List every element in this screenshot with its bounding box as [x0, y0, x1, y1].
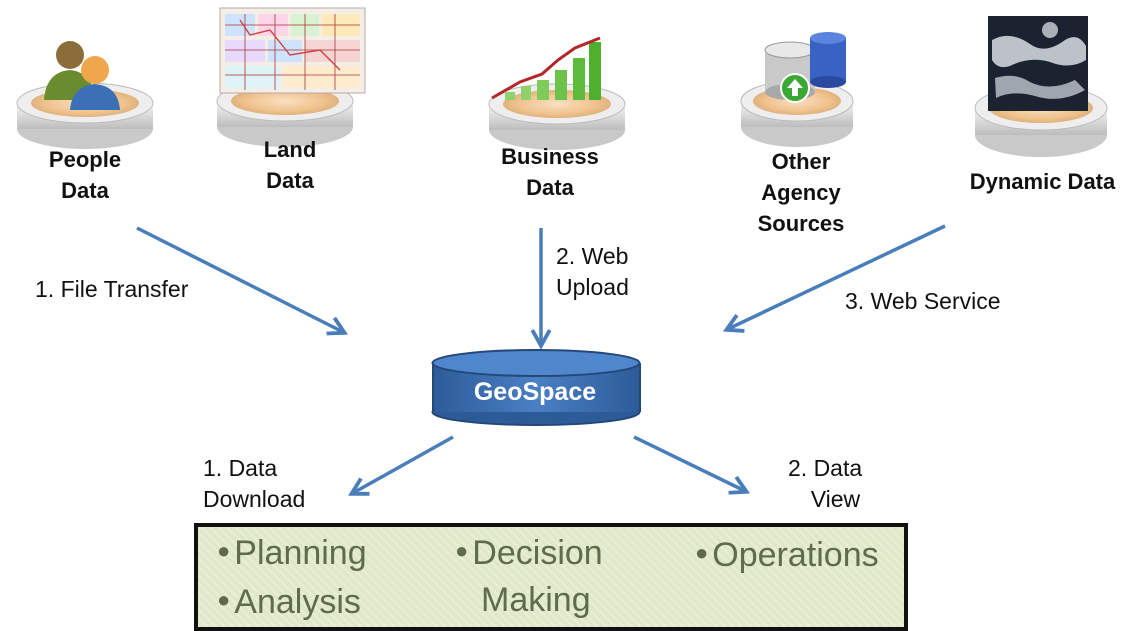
satellite-image-icon — [988, 16, 1088, 111]
bullet-analysis: ●Analysis — [217, 583, 361, 621]
bullet-planning: ●Planning — [217, 534, 367, 572]
arrow-data-download — [353, 435, 454, 493]
bullet-decision-making-line2: Making — [481, 581, 591, 619]
geospace-label: GeoSpace — [473, 378, 597, 406]
bullet-operations: ●Operations — [695, 536, 879, 574]
database-icon — [764, 32, 846, 103]
arrow-data-view — [633, 435, 745, 491]
arrow-web-service — [728, 224, 946, 329]
bar-chart-icon — [491, 36, 601, 100]
source-label-dynamic: Dynamic Data — [969, 169, 1116, 194]
land-map-icon — [219, 7, 366, 94]
people-icon — [44, 41, 120, 110]
geospace-cylinder — [431, 349, 641, 426]
arrow-file-transfer — [136, 226, 343, 332]
bullet-decision-making: ●Decision — [455, 534, 603, 572]
label-web-service: 3. Web Service — [845, 288, 1001, 314]
uses-box — [194, 523, 908, 631]
label-file-transfer: 1. File Transfer — [35, 276, 189, 302]
